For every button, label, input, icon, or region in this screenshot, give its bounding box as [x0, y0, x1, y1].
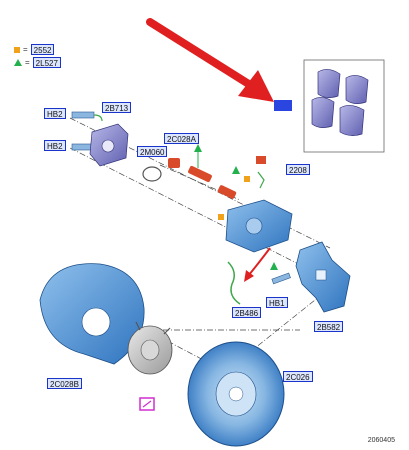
reference-number: 2060405 — [367, 437, 395, 444]
red-curved-arrow-icon — [247, 247, 271, 277]
brake-disc-icon — [187, 341, 285, 447]
special-tool-icon — [139, 397, 155, 411]
label-hb2-bottom: HB2 — [44, 140, 66, 151]
label-2b486: 2B486 — [232, 307, 262, 318]
caliper-pin-icons — [168, 144, 237, 199]
wheel-hub-icon — [127, 321, 173, 375]
caliper-icon — [218, 199, 293, 253]
caliper-carrier-icon — [295, 241, 351, 313]
label-2208: 2208 — [286, 164, 310, 175]
dust-shield-icon — [39, 263, 145, 365]
legend-code-2552: 2552 — [30, 44, 55, 55]
label-2c026: 2C026 — [283, 371, 313, 382]
o-ring-icon — [142, 166, 162, 182]
bleed-screw-icon — [232, 156, 266, 189]
brake-pads-box — [303, 59, 385, 153]
label-hb2-top: HB2 — [44, 108, 66, 119]
green-triangle-icon — [14, 59, 22, 66]
label-2c028a: 2C028A — [164, 133, 199, 144]
legend-item-green: = 2L527 — [14, 57, 61, 68]
label-2b582: 2B582 — [314, 321, 344, 332]
red-arrow-icon — [146, 18, 274, 102]
hb1-sensor-icon — [270, 262, 291, 285]
label-hb1: HB1 — [266, 297, 288, 308]
orange-square-icon — [14, 46, 20, 53]
bracket-2b713-icon — [89, 123, 129, 167]
label-2c028b: 2C028B — [47, 378, 82, 389]
label-2b713: 2B713 — [102, 102, 132, 113]
brake-pad-icons — [311, 69, 369, 136]
label-brake-pads — [274, 100, 292, 111]
brake-hose-icon — [227, 261, 241, 305]
label-2m060: 2M060 — [137, 146, 168, 157]
legend-code-2l527: 2L527 — [32, 57, 61, 68]
legend-item-orange: = 2552 — [14, 44, 55, 55]
